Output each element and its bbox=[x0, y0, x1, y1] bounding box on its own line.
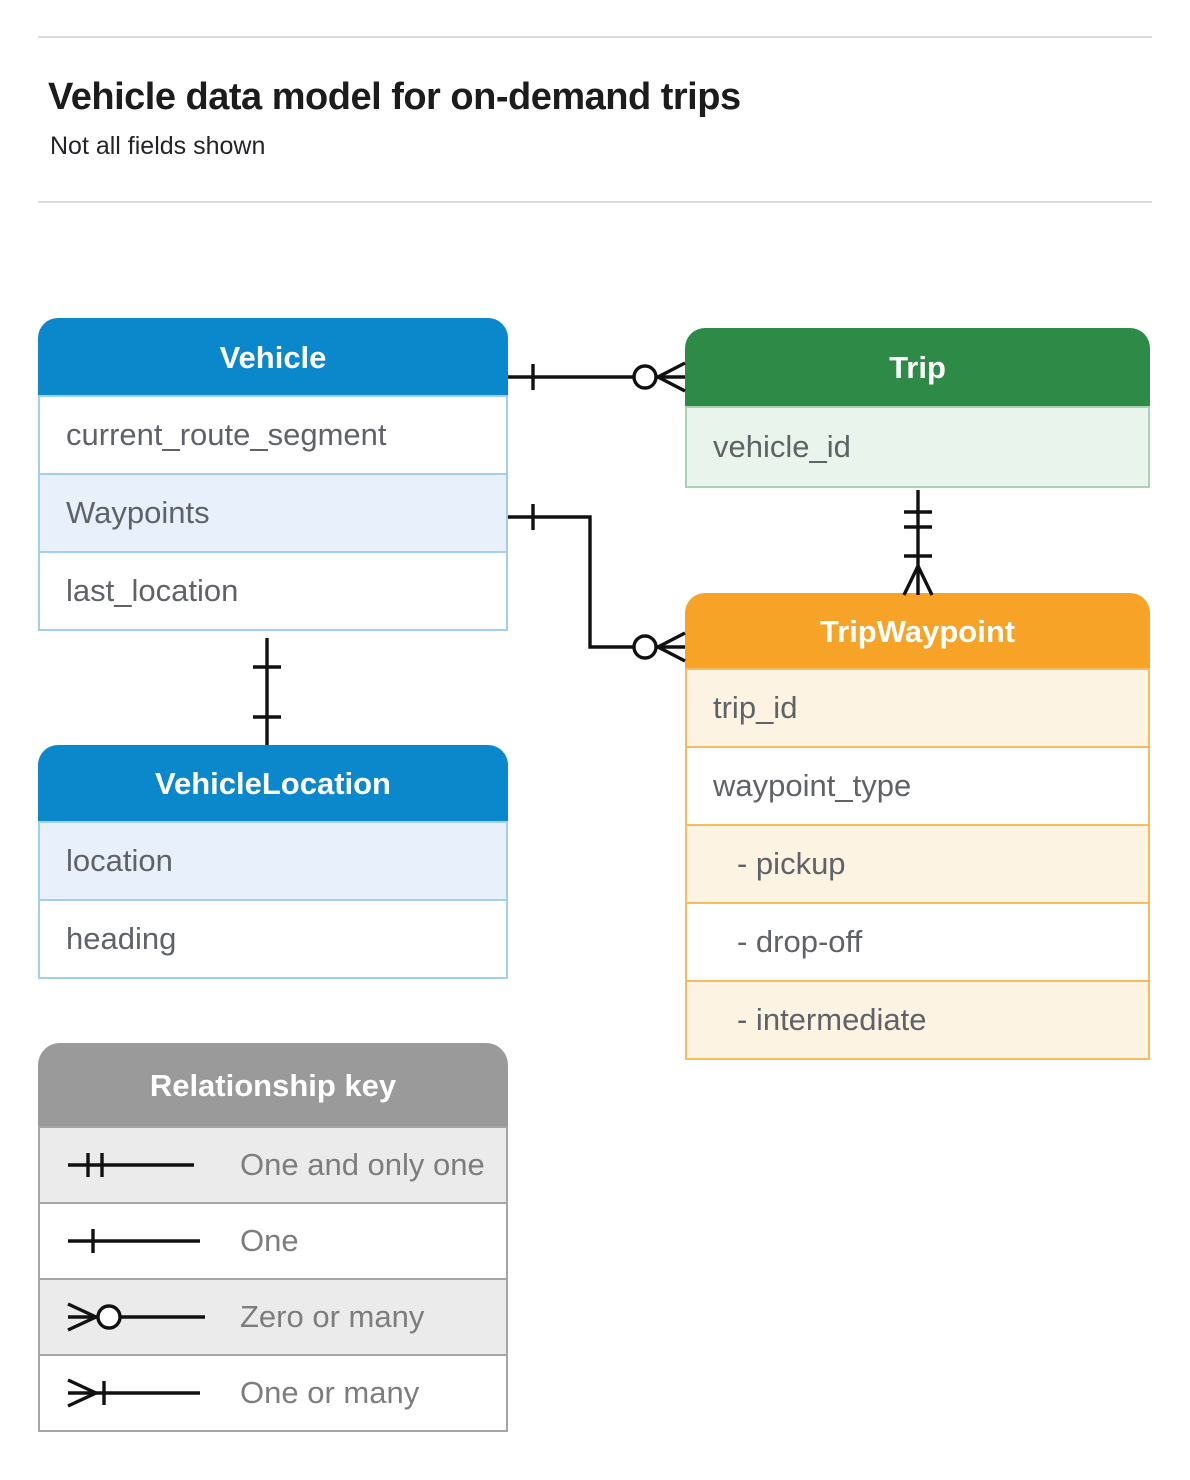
field-label: trip_id bbox=[713, 690, 798, 725]
entity-vehicle-row-waypoints: Waypoints bbox=[38, 473, 508, 553]
relationship-key-header: Relationship key bbox=[38, 1043, 508, 1128]
entity-vehicle: Vehicle current_route_segment Waypoints … bbox=[38, 318, 508, 631]
connector-waypoints-tripwaypoint bbox=[508, 504, 686, 663]
entity-trip-waypoint-row-intermediate: - intermediate bbox=[685, 980, 1150, 1060]
legend-label: One and only one bbox=[240, 1147, 485, 1182]
page-title: Vehicle data model for on-demand trips bbox=[48, 76, 741, 118]
entity-trip-waypoint-row-trip-id: trip_id bbox=[685, 668, 1150, 748]
field-label: waypoint_type bbox=[713, 768, 912, 803]
one-or-many-icon bbox=[67, 1378, 200, 1408]
header-divider bbox=[38, 201, 1152, 203]
entity-trip-header: Trip bbox=[685, 328, 1150, 408]
entity-vehicle-row-current-route-segment: current_route_segment bbox=[38, 395, 508, 475]
entity-vehicle-header: Vehicle bbox=[38, 318, 508, 397]
legend-item-one-and-only-one: One and only one bbox=[38, 1126, 508, 1204]
field-label: Waypoints bbox=[66, 495, 210, 530]
entity-vehicle-location: VehicleLocation location heading bbox=[38, 745, 508, 979]
zero-or-many-icon bbox=[67, 1302, 205, 1332]
field-label: - intermediate bbox=[737, 1002, 927, 1037]
entity-vehicle-row-last-location: last_location bbox=[38, 551, 508, 631]
one-and-only-one-icon bbox=[68, 1153, 194, 1177]
top-divider bbox=[38, 36, 1152, 38]
entity-trip-row-vehicle-id: vehicle_id bbox=[685, 406, 1150, 488]
entity-trip-waypoint-header: TripWaypoint bbox=[685, 593, 1150, 670]
field-label: vehicle_id bbox=[713, 429, 851, 464]
entity-vehicle-location-title: VehicleLocation bbox=[154, 766, 391, 801]
field-label: location bbox=[66, 843, 173, 878]
field-label: - pickup bbox=[737, 846, 846, 881]
field-label: - drop-off bbox=[737, 924, 863, 959]
entity-trip-waypoint: TripWaypoint trip_id waypoint_type - pic… bbox=[685, 593, 1150, 1060]
field-label: last_location bbox=[66, 573, 239, 608]
relationship-key-title: Relationship key bbox=[149, 1067, 397, 1103]
legend-label: Zero or many bbox=[240, 1299, 425, 1334]
entity-trip-waypoint-row-drop-off: - drop-off bbox=[685, 902, 1150, 982]
entity-vehicle-location-row-heading: heading bbox=[38, 899, 508, 979]
entity-vehicle-title: Vehicle bbox=[219, 339, 327, 375]
entity-trip-waypoint-title: TripWaypoint bbox=[819, 613, 1016, 649]
legend-label: One or many bbox=[240, 1375, 420, 1410]
connector-vehicle-trip bbox=[508, 361, 686, 393]
one-icon bbox=[68, 1229, 200, 1253]
entity-trip-title: Trip bbox=[889, 350, 946, 385]
legend-item-zero-or-many: Zero or many bbox=[38, 1278, 508, 1356]
entity-trip-waypoint-row-pickup: - pickup bbox=[685, 824, 1150, 904]
connector-trip-tripwaypoint bbox=[902, 490, 934, 596]
entity-trip-waypoint-row-waypoint-type: waypoint_type bbox=[685, 746, 1150, 826]
legend-item-one: One bbox=[38, 1202, 508, 1280]
field-label: current_route_segment bbox=[66, 417, 387, 452]
relationship-key: Relationship key One and only one One bbox=[38, 1043, 508, 1432]
connector-vehicle-vehiclelocation bbox=[253, 638, 281, 745]
legend-item-one-or-many: One or many bbox=[38, 1354, 508, 1432]
entity-vehicle-location-header: VehicleLocation bbox=[38, 745, 508, 823]
entity-vehicle-location-row-location: location bbox=[38, 821, 508, 901]
field-label: heading bbox=[66, 921, 177, 956]
entity-trip: Trip vehicle_id bbox=[685, 328, 1150, 488]
legend-label: One bbox=[240, 1223, 299, 1258]
page-subtitle: Not all fields shown bbox=[50, 132, 266, 160]
